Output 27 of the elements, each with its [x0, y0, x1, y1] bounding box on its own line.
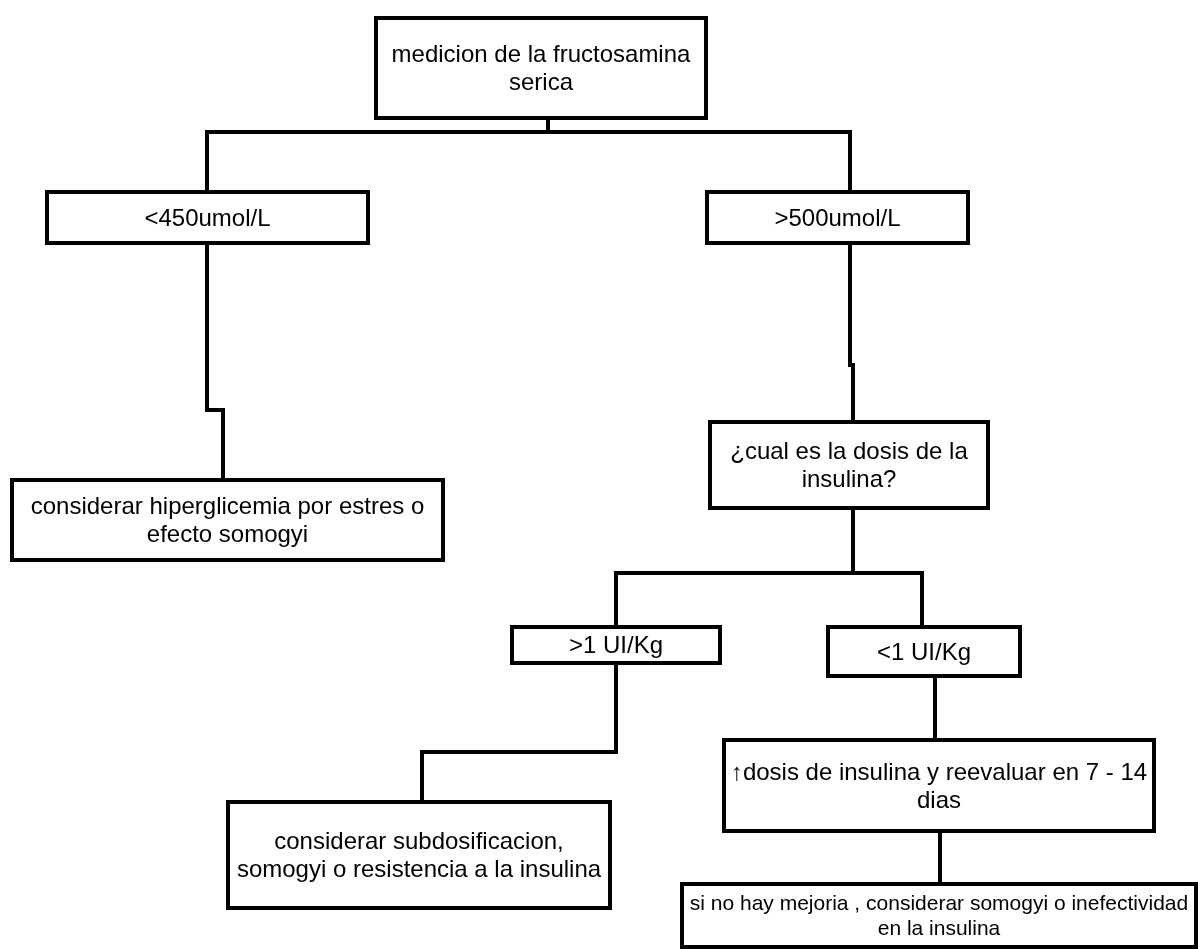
node-text: considerar hiperglicemia por estres o efecto somogyi [29, 492, 426, 548]
node-text: <1 UI/Kg [876, 637, 972, 666]
connector-line [848, 245, 855, 420]
node-text: >500umol/L [774, 203, 901, 232]
node-text: considerar subdosificacion, somogyi o resistencia a la insulina [235, 827, 603, 883]
connector-line [938, 833, 942, 882]
node-text: medicion de la fructosamina serica [390, 40, 692, 96]
node-text: si no hay mejoria , considerar somogyi o inefectividad en la insulina [688, 891, 1190, 940]
process-box [705, 190, 970, 245]
process-box [722, 738, 1156, 833]
node-text: >1 UI/Kg [568, 631, 664, 659]
process-box [680, 882, 1198, 949]
connector-line [205, 245, 225, 478]
connector-line [933, 678, 937, 738]
process-box [708, 420, 990, 510]
process-box [510, 625, 722, 665]
node-text: ↑dosis de insulina y reevaluar en 7 - 14 dias [729, 757, 1149, 814]
connector-line [546, 120, 852, 190]
process-box [374, 16, 708, 120]
node-text: <450umol/L [144, 203, 271, 232]
process-box [10, 478, 445, 562]
connector-line [420, 665, 618, 800]
process-box [226, 800, 612, 910]
process-box [45, 190, 370, 245]
connector-line [851, 510, 924, 625]
node-text: ¿cual es la dosis de la insulina? [729, 437, 969, 493]
process-box [826, 625, 1022, 678]
